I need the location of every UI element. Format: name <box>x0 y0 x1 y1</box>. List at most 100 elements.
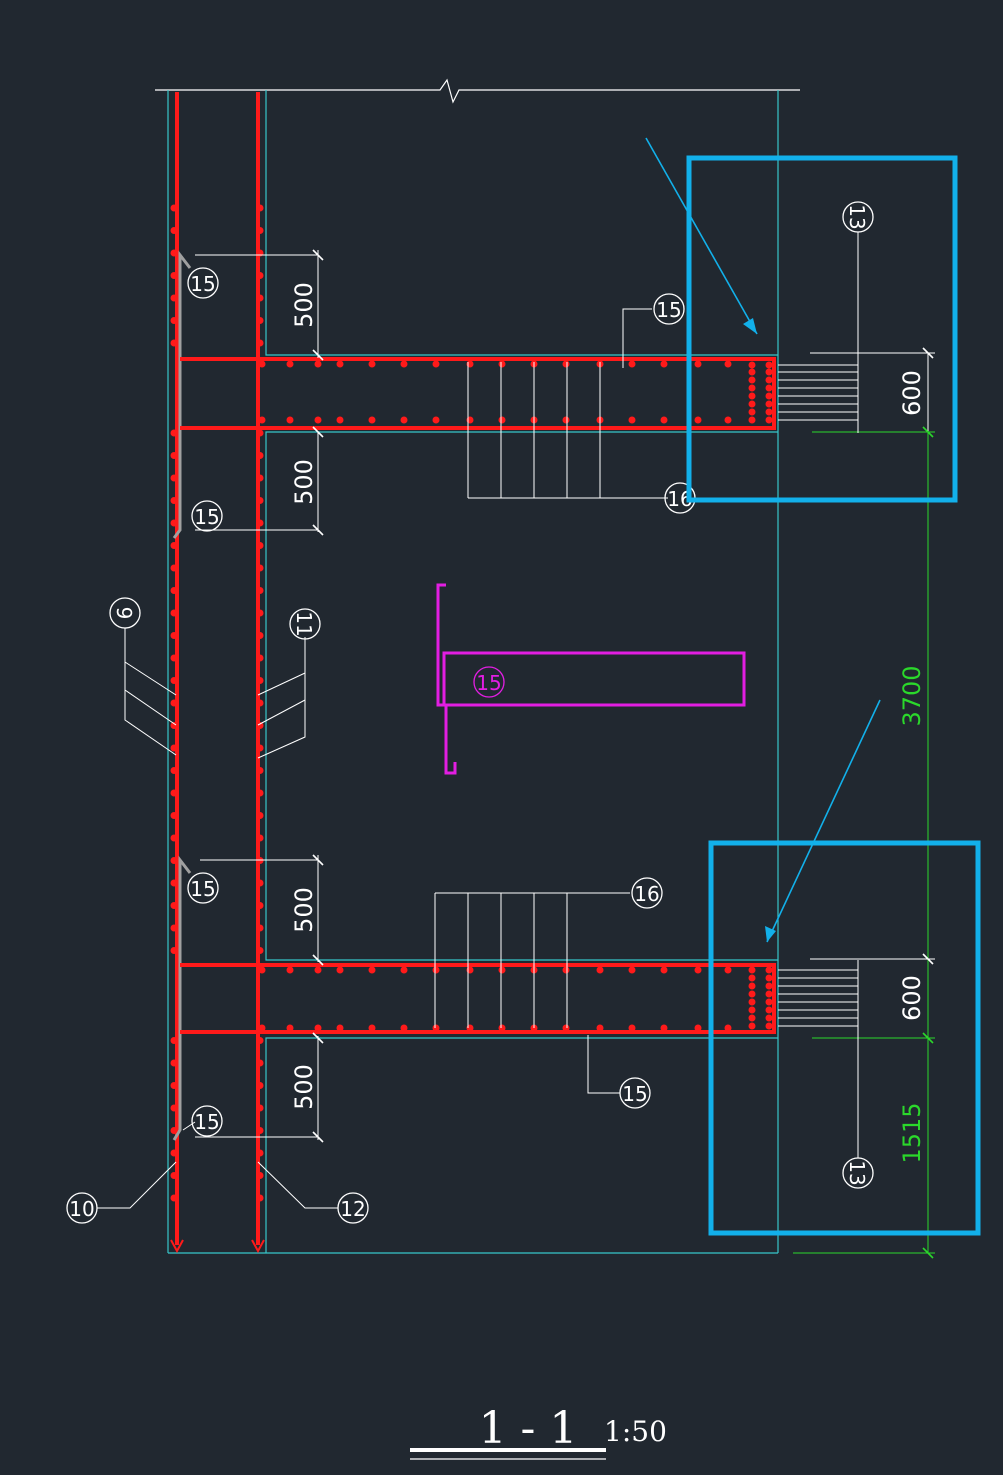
rebar-dot <box>432 966 440 974</box>
rebar-dot <box>724 1024 732 1032</box>
callout-c10: 10 <box>66 1192 98 1224</box>
callout-number: 13 <box>845 204 869 229</box>
rebar-dot <box>170 429 178 437</box>
rebar-dot <box>256 227 264 234</box>
rebar-dot <box>256 744 264 752</box>
bottom-slab-rebar <box>180 963 776 1034</box>
rebar-dot <box>765 416 773 424</box>
rebar-dot <box>694 360 702 368</box>
rebar-dot <box>256 947 264 954</box>
rebar-dot <box>256 699 264 707</box>
rebar-dot <box>170 272 178 279</box>
rebar-dot <box>256 834 264 842</box>
callout-c9: 9 <box>109 597 141 629</box>
rebar-dot <box>170 474 178 482</box>
rebar-dot <box>170 677 178 684</box>
rebar-dot <box>170 339 178 347</box>
rebar-dot <box>256 677 264 684</box>
rebar-dot <box>170 587 178 594</box>
rebar-dot <box>562 416 570 424</box>
rebar-dot <box>170 1172 178 1179</box>
rebar-dot <box>336 360 344 368</box>
rebar-dot <box>256 767 264 774</box>
rebar-dot <box>724 966 732 974</box>
right-dimension-ticks <box>922 347 934 1259</box>
rebar-dot <box>170 452 178 459</box>
rebar-dot <box>748 1022 756 1030</box>
rebar-dot <box>286 416 294 424</box>
rebar-dot <box>694 1024 702 1032</box>
rebar-dot <box>748 966 756 974</box>
rebar-dot <box>286 966 294 974</box>
rebar-dot <box>498 966 506 974</box>
callout-circle <box>842 1157 874 1189</box>
rebar-dot <box>748 368 756 376</box>
rebar-dot <box>400 360 408 368</box>
rebar-dot <box>256 317 264 324</box>
dim-600-bottom: 600 <box>898 975 926 1021</box>
dim-500-1: 500 <box>290 282 318 328</box>
highlight-box-bottom <box>708 840 981 1236</box>
rebar-dot <box>562 966 570 974</box>
rebar-dot <box>170 879 178 887</box>
rebar-dot <box>170 1104 178 1112</box>
callout-c15_c: 15 <box>187 872 219 904</box>
rebar-dot <box>765 408 773 416</box>
dim-600-top: 600 <box>898 370 926 416</box>
rebar-dot <box>256 497 264 504</box>
rebar-dot <box>256 789 264 797</box>
rebar-dot <box>765 400 773 408</box>
wall-vertical-rebar <box>175 92 260 1245</box>
rebar-dot <box>170 857 178 864</box>
rebar-dot <box>256 452 264 459</box>
callout-c15_bottom_beam: 15 <box>619 1077 651 1109</box>
dim-1515: 1515 <box>898 1102 926 1163</box>
rebar-dot <box>256 272 264 279</box>
rebar-dot <box>256 564 264 572</box>
rebar-dot <box>628 360 636 368</box>
rebar-dot <box>170 789 178 797</box>
rebar-dot <box>748 400 756 408</box>
rebar-dot <box>314 966 322 974</box>
rebar-dot <box>258 1024 266 1032</box>
bottom-slab-stirrups <box>434 892 630 1094</box>
rebar-dot <box>256 609 264 617</box>
rebar-dot <box>765 990 773 998</box>
break-line <box>155 78 800 104</box>
rebar-dot <box>368 416 376 424</box>
rebar-dot <box>256 654 264 662</box>
magenta-plate <box>436 583 746 775</box>
callout-c15_top_beam: 15 <box>653 293 685 325</box>
rebar-dot <box>170 249 178 257</box>
rebar-dot <box>748 392 756 400</box>
rebar-dot <box>314 360 322 368</box>
callout-circle <box>653 293 685 325</box>
rebar-dot <box>170 519 178 527</box>
callout-number: 11 <box>292 611 316 636</box>
rebar-dot <box>170 497 178 504</box>
rebar-dot <box>748 982 756 990</box>
callout-number: 10 <box>69 1197 94 1221</box>
rebar-dot <box>170 1037 178 1044</box>
rebar-dot <box>336 966 344 974</box>
callout-c16_bottom: 16 <box>631 877 663 909</box>
rebar-dot <box>256 1172 264 1179</box>
rebar-dot <box>498 416 506 424</box>
rebar-dot <box>256 1037 264 1044</box>
rebar-dot <box>256 879 264 887</box>
rebar-dot <box>170 722 178 729</box>
rebar-dot <box>765 384 773 392</box>
rebar-dot <box>256 1194 264 1202</box>
highlight-box-top <box>686 155 958 503</box>
rebar-dot <box>724 360 732 368</box>
rebar-dot <box>748 998 756 1006</box>
rebar-dot <box>660 416 668 424</box>
rebar-dot <box>170 902 178 909</box>
rebar-dot <box>286 1024 294 1032</box>
rebar-dot <box>748 408 756 416</box>
rebar-dot <box>170 1127 178 1134</box>
callout-circle <box>109 597 141 629</box>
rebar-dot <box>314 416 322 424</box>
callout-circle <box>191 1105 223 1137</box>
